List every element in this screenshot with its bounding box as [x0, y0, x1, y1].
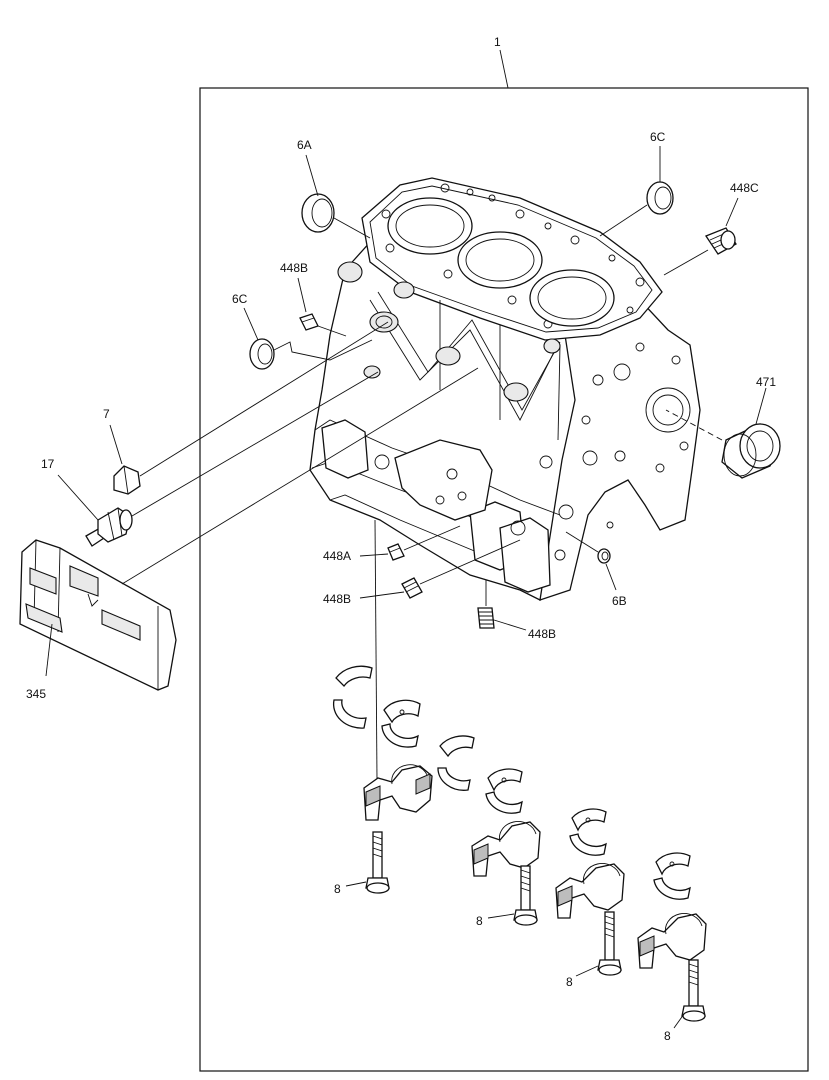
- cylinder-block: [309, 177, 701, 601]
- leader-448b-lower: [359, 591, 405, 599]
- leader-345: [45, 623, 53, 677]
- expansion-plug-6c-left: [249, 338, 275, 370]
- label-bolt-4: 8: [664, 1029, 671, 1043]
- expansion-plug-6a: [301, 193, 335, 233]
- oil-pressure-switch-17: [85, 507, 133, 547]
- expansion-plug-6c-right: [646, 181, 674, 215]
- main-bearing-bolt-3: [597, 911, 622, 976]
- axis-17: [131, 371, 379, 517]
- axis-main-bearing: [374, 519, 378, 781]
- axis-471: [665, 409, 723, 441]
- label-stud-left: 448B: [280, 261, 308, 275]
- bearing-shell-3: [569, 808, 607, 856]
- stud-448a: [387, 543, 405, 561]
- drain-plug-7: [113, 465, 141, 495]
- main-bearing-cap-3: [555, 863, 625, 919]
- leader-bolt-3: [575, 965, 599, 977]
- main-bearing-bolt-4: [681, 959, 706, 1022]
- label-stud-lower-b: 448B: [323, 592, 351, 606]
- leader-bolt-2: [487, 913, 515, 919]
- assembly-leader: [499, 49, 509, 89]
- stud-448b-bottom: [477, 607, 495, 629]
- leader-448a: [359, 553, 389, 557]
- heat-shield-345: [19, 539, 177, 691]
- bearing-shell-1: [381, 699, 421, 748]
- label-plug-left: 6C: [232, 292, 248, 306]
- leader-448c: [725, 197, 739, 227]
- label-plug-bottom: 6B: [612, 594, 627, 608]
- label-bolt-3: 8: [566, 975, 573, 989]
- label-stud-lower-a: 448A: [323, 549, 351, 563]
- axis-6b: [565, 531, 599, 553]
- thrust-washer-1: [332, 665, 373, 729]
- axis-6c-left: [273, 339, 373, 361]
- axis-7: [139, 321, 389, 477]
- main-bearing-cap-4: [637, 913, 707, 969]
- stud-448b-upper: [299, 313, 319, 331]
- leader-bolt-1: [345, 881, 367, 887]
- leader-6b: [605, 563, 617, 591]
- leader-448b-upper: [297, 277, 307, 313]
- bearing-shell-4: [653, 852, 691, 900]
- axis-6c-right: [599, 204, 648, 237]
- main-bearing-cap-2: [471, 821, 541, 877]
- label-assembly: 1: [494, 35, 501, 49]
- leader-471: [755, 387, 767, 425]
- axis-448b-upper: [317, 325, 347, 337]
- bushing-471: [721, 423, 781, 479]
- axis-345: [121, 367, 479, 585]
- label-heat-shield: 345: [26, 687, 46, 701]
- assembly-frame: [199, 87, 809, 1072]
- axis-448c: [663, 249, 709, 276]
- leader-448b-bottom: [493, 619, 527, 631]
- label-bolt-2: 8: [476, 914, 483, 928]
- stud-448b-lower: [401, 577, 423, 599]
- label-plug-front: 6A: [297, 138, 312, 152]
- main-bearing-cap-1: [363, 764, 433, 821]
- expansion-plug-6b: [597, 548, 611, 564]
- label-oil-switch: 17: [41, 457, 55, 471]
- label-bushing: 471: [756, 375, 776, 389]
- stud-448c: [705, 227, 737, 255]
- label-plug-right: 6C: [650, 130, 666, 144]
- axis-448a: [403, 525, 461, 551]
- label-drain-plug: 7: [103, 407, 110, 421]
- leader-bolt-4: [673, 1013, 685, 1029]
- thrust-washer-2: [437, 735, 475, 791]
- label-bolt-1: 8: [334, 882, 341, 896]
- axis-6a: [333, 217, 371, 239]
- axis-448b-lower: [419, 539, 521, 585]
- leader-17: [57, 474, 99, 521]
- leader-6a: [305, 154, 319, 197]
- label-stud-bottom: 448B: [528, 627, 556, 641]
- leader-6c-left: [243, 307, 259, 341]
- leader-7: [109, 424, 123, 465]
- main-bearing-bolt-1: [365, 831, 390, 894]
- main-bearing-bolt-2: [513, 865, 538, 926]
- label-stud-top-right: 448C: [730, 181, 759, 195]
- bearing-shell-2: [485, 768, 523, 814]
